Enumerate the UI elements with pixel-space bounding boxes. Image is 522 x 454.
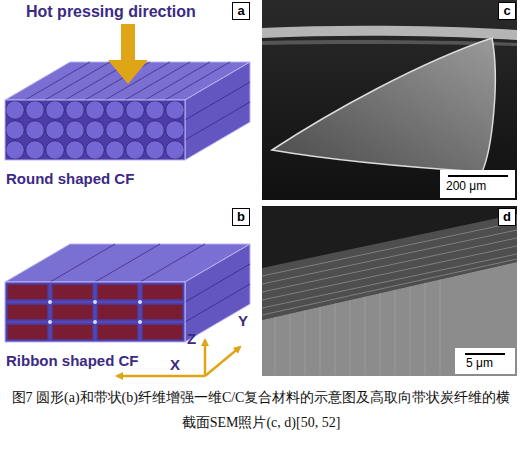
axis-label: Y [238,312,248,329]
figure-caption: 图7 圆形(a)和带状(b)纤维增强一维C/C复合材料的示意图及高取向带状炭纤维… [8,386,514,435]
axis-label: X [170,356,180,373]
panel-letter: c [498,2,516,20]
ribbon-fibre-block [5,244,250,342]
sem-photo-c [262,0,517,200]
scale-bar-label: 200 μm [446,180,486,194]
block-label: Ribbon shaped CF [6,352,139,369]
pressing-arrow [108,24,148,84]
scale-bar-label: 5 μm [466,357,493,371]
heading-label: Hot pressing direction [26,3,196,21]
panel-letter: a [232,2,250,20]
sem-photo-d [262,206,517,376]
panel-letter: d [498,208,516,226]
block-label: Round shaped CF [6,170,134,187]
panel-letter: b [232,208,250,226]
axis-label: Z [187,330,196,347]
